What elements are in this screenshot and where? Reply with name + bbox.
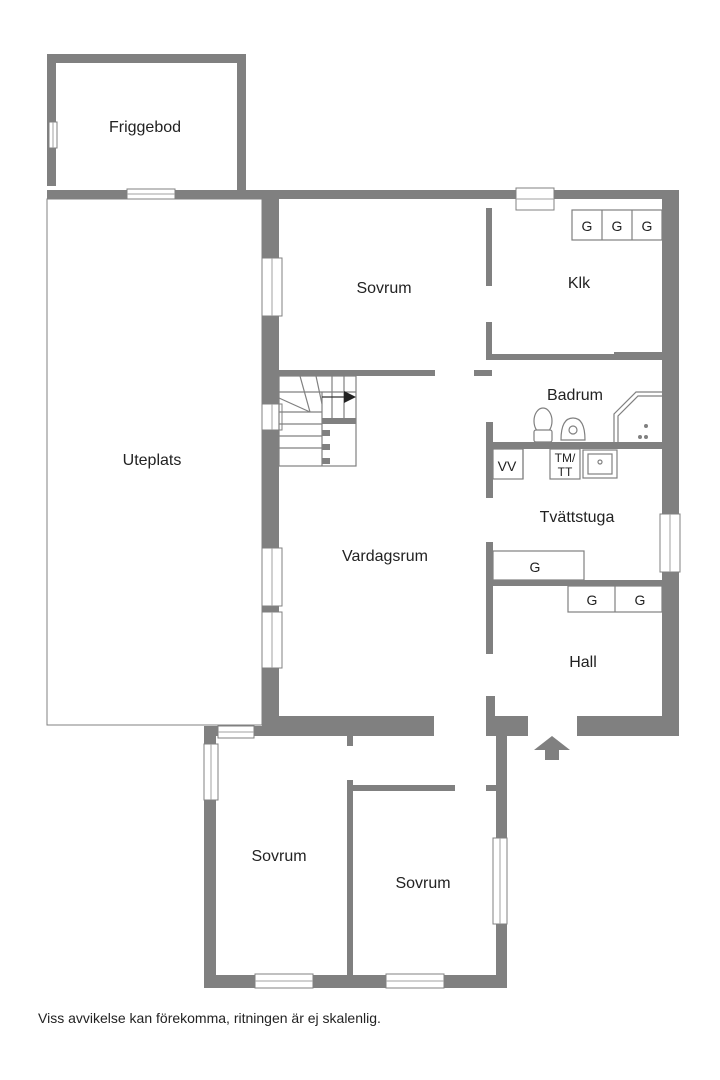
room-label-badrum: Badrum [546, 387, 604, 404]
shower-icon [613, 391, 662, 442]
room-label-sovrum-bottom-right: Sovrum [395, 875, 451, 892]
room-label-sovrum-bottom-left: Sovrum [251, 848, 307, 865]
bathroom-fixtures [533, 391, 662, 443]
entrance-arrow-icon [534, 736, 570, 760]
water-heater-label: VV [497, 458, 517, 474]
room-label-tvattstuga: Tvättstuga [539, 509, 615, 526]
staircase [278, 375, 357, 467]
stair-arrow-icon [344, 391, 356, 403]
wardrobe-label: G [641, 218, 653, 234]
wardrobe-label: G [611, 218, 623, 234]
room-label-hall: Hall [569, 654, 597, 671]
uteplats-outline [46, 198, 263, 726]
washbasin-icon [560, 417, 586, 441]
disclaimer-text: Viss avvikelse kan förekomma, ritningen … [38, 1010, 381, 1026]
wardrobe-label: G [581, 218, 593, 234]
kitchen-wardrobes [571, 209, 663, 241]
wardrobe-label: G [586, 592, 598, 608]
room-label-vardagsrum: Vardagsrum [342, 548, 428, 565]
wardrobe-label: G [634, 592, 646, 608]
room-label-friggebod: Friggebod [108, 119, 182, 136]
friggebod-walls [47, 54, 679, 199]
room-label-sovrum-top: Sovrum [356, 280, 412, 297]
hall-wardrobes [567, 585, 663, 613]
tumble-dryer-label: TT [557, 465, 573, 479]
house-windows [203, 187, 681, 989]
wardrobe-label: G [529, 559, 541, 575]
washing-machine-label: TM/ [554, 451, 576, 465]
room-label-klk: Klk [567, 275, 591, 292]
room-label-uteplats: Uteplats [122, 452, 182, 469]
laundry-fixtures [492, 448, 618, 581]
